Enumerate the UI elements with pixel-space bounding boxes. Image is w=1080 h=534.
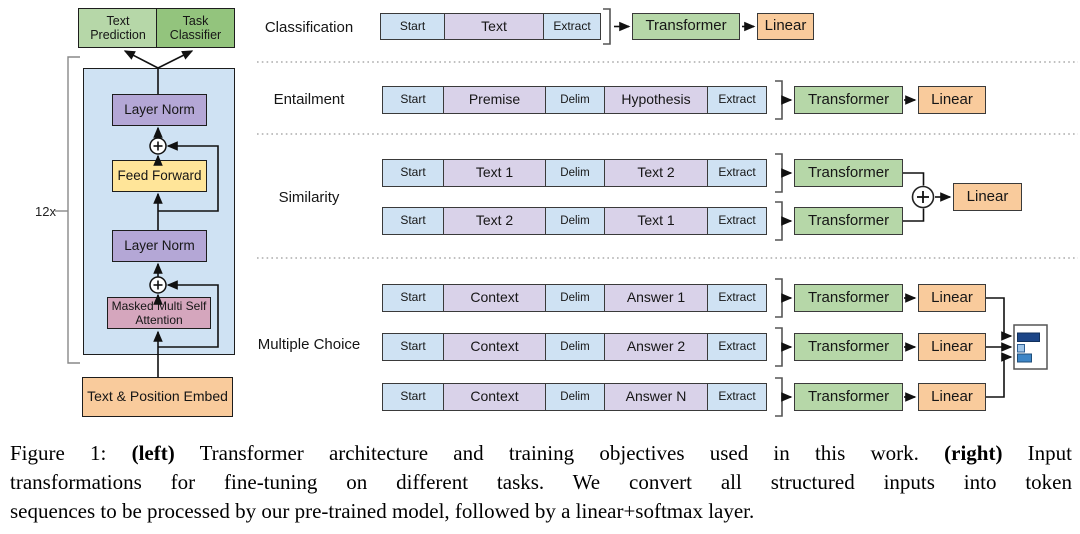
entailment-token-extract: Extract <box>707 86 767 114</box>
entailment-token-delim: Delim <box>545 86 605 114</box>
mc-row3-linear-box: Linear <box>918 383 986 411</box>
figure-caption: Figure 1: (left) Transformer architectur… <box>10 441 1072 528</box>
similarity-row1-token-start: Start <box>382 159 444 187</box>
task-label-multiple-choice: Multiple Choice <box>257 335 361 353</box>
mc-row1-transformer-box: Transformer <box>794 284 903 312</box>
similarity-sum-icon <box>911 185 935 209</box>
mc-row3-token-start: Start <box>382 383 444 411</box>
mc-row2-token-start: Start <box>382 333 444 361</box>
mc-row3-token-delim: Delim <box>545 383 605 411</box>
similarity-row1-token-delim: Delim <box>545 159 605 187</box>
repeat-12x-label: 12x <box>35 204 56 219</box>
classification-token-text: Text <box>444 13 544 40</box>
entailment-transformer-box: Transformer <box>794 86 903 114</box>
layer-norm-top-block: Layer Norm <box>112 94 207 126</box>
mc-row2-transformer-box: Transformer <box>794 333 903 361</box>
similarity-row1-token-text1: Text 1 <box>443 159 546 187</box>
mc-row1-token-delim: Delim <box>545 284 605 312</box>
entailment-token-start: Start <box>382 86 444 114</box>
similarity-row2-token-text2: Text 2 <box>443 207 546 235</box>
softmax-bars-icon <box>1013 324 1048 370</box>
mc-row2-token-extract: Extract <box>707 333 767 361</box>
similarity-row1-token-extract: Extract <box>707 159 767 187</box>
similarity-row2-transformer-box: Transformer <box>794 207 903 235</box>
classification-token-start: Start <box>380 13 445 40</box>
classification-token-extract: Extract <box>543 13 601 40</box>
mc-row1-token-answer1: Answer 1 <box>604 284 708 312</box>
text-prediction-head: Text Prediction <box>78 8 158 48</box>
text-position-embed-block: Text & Position Embed <box>82 377 233 417</box>
mc-row2-token-delim: Delim <box>545 333 605 361</box>
similarity-row2-token-delim: Delim <box>545 207 605 235</box>
mc-row3-token-context: Context <box>443 383 546 411</box>
similarity-row2-token-extract: Extract <box>707 207 767 235</box>
mc-row3-transformer-box: Transformer <box>794 383 903 411</box>
mc-row1-linear-box: Linear <box>918 284 986 312</box>
similarity-row1-token-text2: Text 2 <box>604 159 708 187</box>
caption-line-1: Figure 1: (left) Transformer architectur… <box>10 441 1073 465</box>
task-label-similarity: Similarity <box>278 188 340 206</box>
similarity-linear-box: Linear <box>953 183 1022 211</box>
similarity-row1-transformer-box: Transformer <box>794 159 903 187</box>
caption-line-3: sequences to be processed by our pre-tra… <box>10 499 755 523</box>
mc-row3-token-answerN: Answer N <box>604 383 708 411</box>
caption-line-2: transformations for fine-tuning on diffe… <box>10 470 1072 494</box>
mc-row2-token-context: Context <box>443 333 546 361</box>
task-label-classification: Classification <box>264 18 354 36</box>
entailment-token-premise: Premise <box>443 86 546 114</box>
similarity-row2-token-text1: Text 1 <box>604 207 708 235</box>
masked-self-attention-block: Masked Multi Self Attention <box>107 297 211 329</box>
layer-norm-bottom-block: Layer Norm <box>112 230 207 262</box>
task-label-entailment: Entailment <box>273 90 345 108</box>
task-classifier-head: Task Classifier <box>156 8 235 48</box>
classification-transformer-box: Transformer <box>632 13 740 40</box>
mc-row2-linear-box: Linear <box>918 333 986 361</box>
mc-row1-token-context: Context <box>443 284 546 312</box>
mc-row1-token-extract: Extract <box>707 284 767 312</box>
mc-row1-token-start: Start <box>382 284 444 312</box>
entailment-linear-box: Linear <box>918 86 986 114</box>
repeat-bracket <box>55 56 80 364</box>
similarity-row2-token-start: Start <box>382 207 444 235</box>
mc-row3-token-extract: Extract <box>707 383 767 411</box>
entailment-token-hypothesis: Hypothesis <box>604 86 708 114</box>
mc-row2-token-answer2: Answer 2 <box>604 333 708 361</box>
classification-linear-box: Linear <box>757 13 814 40</box>
feed-forward-block: Feed Forward <box>112 160 207 192</box>
